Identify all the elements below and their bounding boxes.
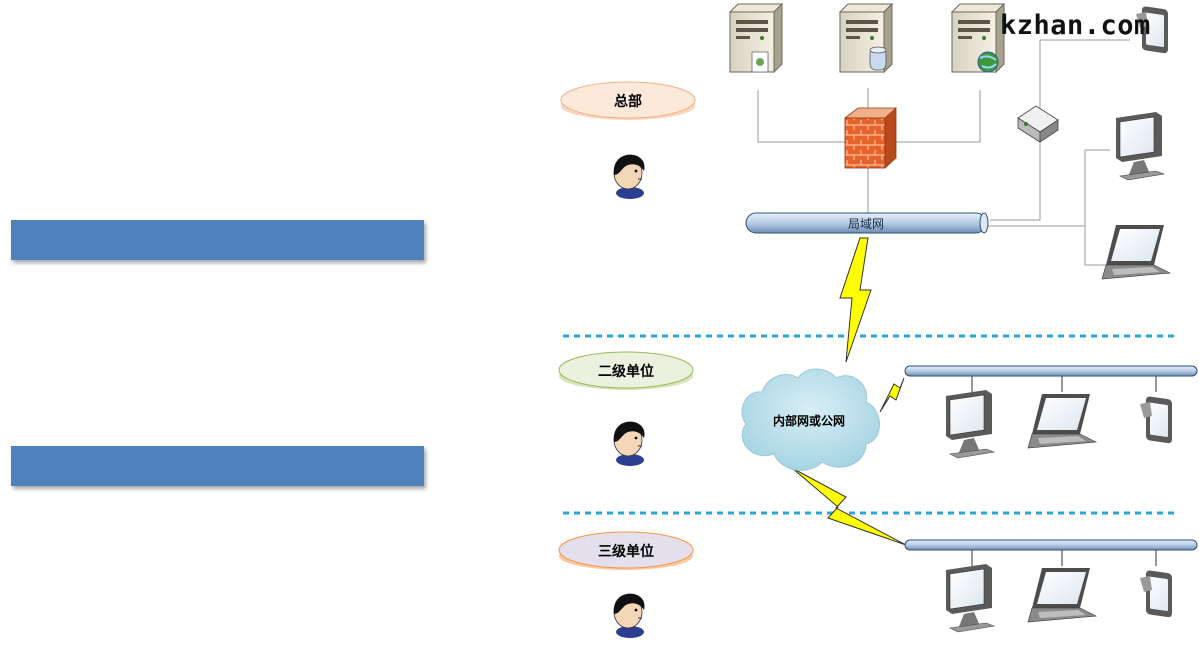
level3-bus [904,539,1198,566]
user-icon [613,593,646,639]
watermark-text: kzhan.com [1000,10,1151,41]
monitor-icon [945,389,995,459]
laptop-icon [1027,567,1097,623]
server-icon [951,3,1005,73]
server-icon [729,3,783,73]
router-icon [1017,105,1059,143]
laptop-icon [1027,393,1097,449]
lan-bus: 局域网 [745,212,989,234]
firewall-icon [843,107,897,169]
lan-label: 局域网 [848,217,884,231]
monitor-icon [945,563,995,633]
user-icon [613,154,646,200]
lightning-icon [839,237,872,363]
left-blue-bar-2 [11,446,424,486]
user-icon [613,421,646,467]
cloud-icon: 内部网或公网 [741,368,880,471]
tablet-icon [1140,396,1172,444]
hq-wiring [757,39,1130,266]
left-blue-bar-1 [11,220,424,260]
server-icon [839,3,893,73]
tablet-icon [1140,570,1172,618]
level2-bus [904,365,1198,392]
tier-pill-level3: 三级单位 [558,531,694,570]
laptop-icon [1101,224,1171,280]
tier-label-hq: 总部 [614,93,642,110]
tier-pill-hq: 总部 [560,81,696,120]
lightning-icon [791,467,907,546]
cloud-label: 内部网或公网 [773,413,845,428]
lightning-icon [879,377,905,413]
monitor-icon [1115,111,1165,181]
tier-label-level3: 三级单位 [598,543,654,560]
tier-pill-level2: 二级单位 [558,351,694,390]
tier-label-level2: 二级单位 [598,363,654,380]
